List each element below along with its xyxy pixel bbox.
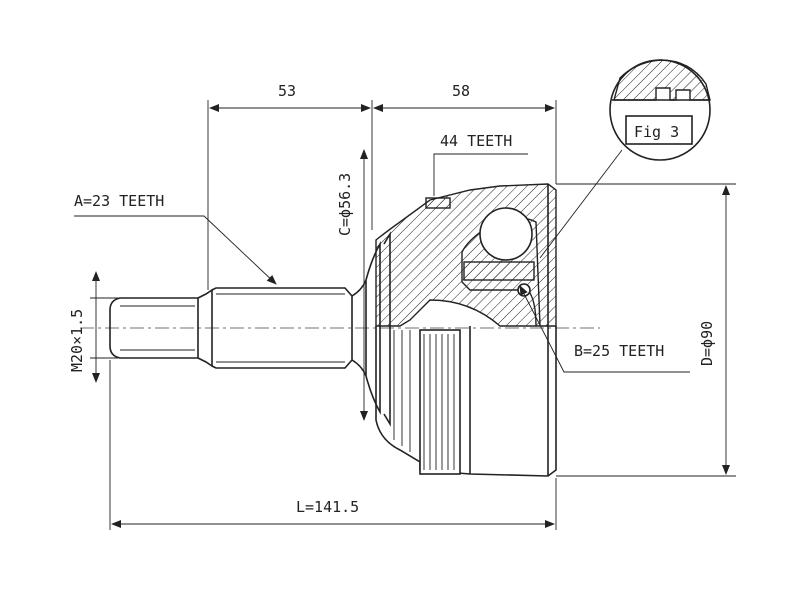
abs-tone-ring xyxy=(419,329,461,475)
outer-teeth-callout: B=25 TEETH xyxy=(519,285,690,373)
thread-dim: M20×1.5 xyxy=(68,271,118,383)
cv-ball xyxy=(479,207,533,261)
total-length-dim: L=141.5 xyxy=(109,360,557,530)
outer-housing xyxy=(365,183,557,477)
outer-diameter-label: D=ϕ90 xyxy=(698,321,716,366)
outer-teeth-label: B=25 TEETH xyxy=(574,342,664,360)
cv-cage xyxy=(463,261,535,281)
dim-53-label: 53 xyxy=(278,82,296,100)
housing-upper-section xyxy=(375,183,557,327)
fig3-label: Fig 3 xyxy=(634,123,679,141)
dim-housing-length: 58 xyxy=(373,82,557,184)
dim-spline-length: 53 xyxy=(207,82,373,290)
dim-58-label: 58 xyxy=(452,82,470,100)
abs-teeth-callout: 44 TEETH xyxy=(433,132,528,196)
seal-diameter-label: C=ϕ56.3 xyxy=(336,173,354,236)
seal-diameter-dim: C=ϕ56.3 xyxy=(336,149,368,421)
abs-teeth-label: 44 TEETH xyxy=(440,132,512,150)
fig3-detail: Fig 3 xyxy=(539,59,711,259)
threaded-stub xyxy=(109,288,213,368)
outer-diameter-dim: D=ϕ90 xyxy=(556,183,736,477)
inner-teeth-label: A=23 TEETH xyxy=(74,192,164,210)
total-length-label: L=141.5 xyxy=(296,498,359,516)
inner-teeth-callout: A=23 TEETH xyxy=(74,192,277,285)
thread-label: M20×1.5 xyxy=(68,309,86,372)
